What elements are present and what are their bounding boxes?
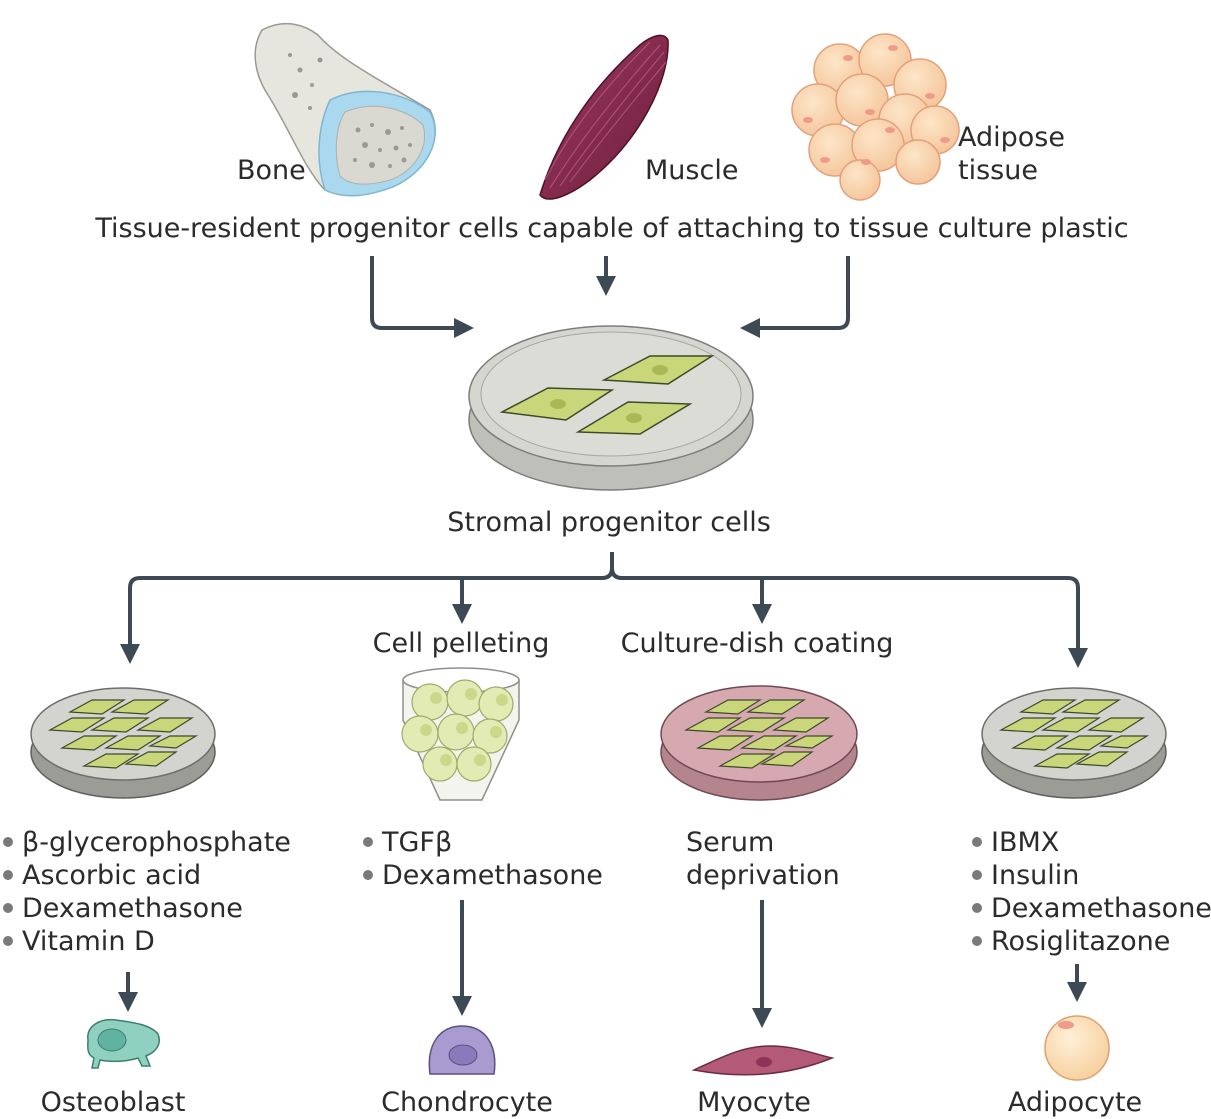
chondrocyte-cell [428,1025,496,1075]
adipose-label-line2: tissue [958,155,1038,186]
adipocyte-cell [1044,1015,1110,1081]
stromal-label: Stromal progenitor cells [447,507,771,538]
osteoblast-bullet-4: Vitamin D [22,926,155,957]
label-cell-pelleting: Cell pelleting [373,628,550,659]
stromal-culture-dish [468,325,754,491]
label-culture-dish-coating: Culture-dish coating [621,628,894,659]
result-chondrocyte: Chondrocyte [381,1087,553,1118]
chondrocyte-bullet-2: Dexamethasone [382,860,603,891]
branch-connector-arrows [120,552,1088,668]
result-osteoblast: Osteoblast [41,1087,186,1118]
bone-label: Bone [237,155,306,186]
myocyte-cell [691,1045,835,1076]
lower-arrows [118,900,1087,1028]
chondrocyte-supplement-list: TGFβ Dexamethasone [363,827,603,891]
adipocyte-bullet-1: IBMX [991,827,1059,858]
osteoblast-culture-dish [30,687,216,799]
bone-illustration [254,22,436,197]
result-myocyte: Myocyte [697,1087,811,1118]
adipocyte-bullet-3: Dexamethasone [991,893,1211,924]
muscle-illustration [539,34,669,200]
adipose-label-line1: Adipose [958,122,1065,153]
adipocyte-culture-dish [981,687,1167,799]
osteoblast-bullet-1: β-glycerophosphate [22,827,291,858]
osteoblast-bullet-2: Ascorbic acid [22,860,201,891]
muscle-label: Muscle [645,155,738,186]
adipocyte-bullet-2: Insulin [991,860,1079,891]
myocyte-condition-text: Serum deprivation [686,827,840,891]
result-adipocyte: Adipocyte [1008,1087,1142,1118]
myocyte-text-line1: Serum [686,827,774,858]
adipocyte-supplement-list: IBMX Insulin Dexamethasone Rosiglitazone [972,827,1211,957]
myocyte-text-line2: deprivation [686,860,840,891]
adipose-illustration [791,33,960,201]
chondrocyte-bullet-1: TGFβ [381,827,452,858]
osteoblast-cell [87,1018,160,1069]
top-connector-arrows [370,256,850,338]
cell-pellet-tube [401,667,520,801]
top-caption: Tissue-resident progenitor cells capable… [94,213,1128,244]
osteoblast-bullet-3: Dexamethasone [22,893,243,924]
coated-culture-dish [660,685,858,801]
adipocyte-bullet-4: Rosiglitazone [991,926,1170,957]
osteoblast-supplement-list: β-glycerophosphate Ascorbic acid Dexamet… [3,827,291,957]
